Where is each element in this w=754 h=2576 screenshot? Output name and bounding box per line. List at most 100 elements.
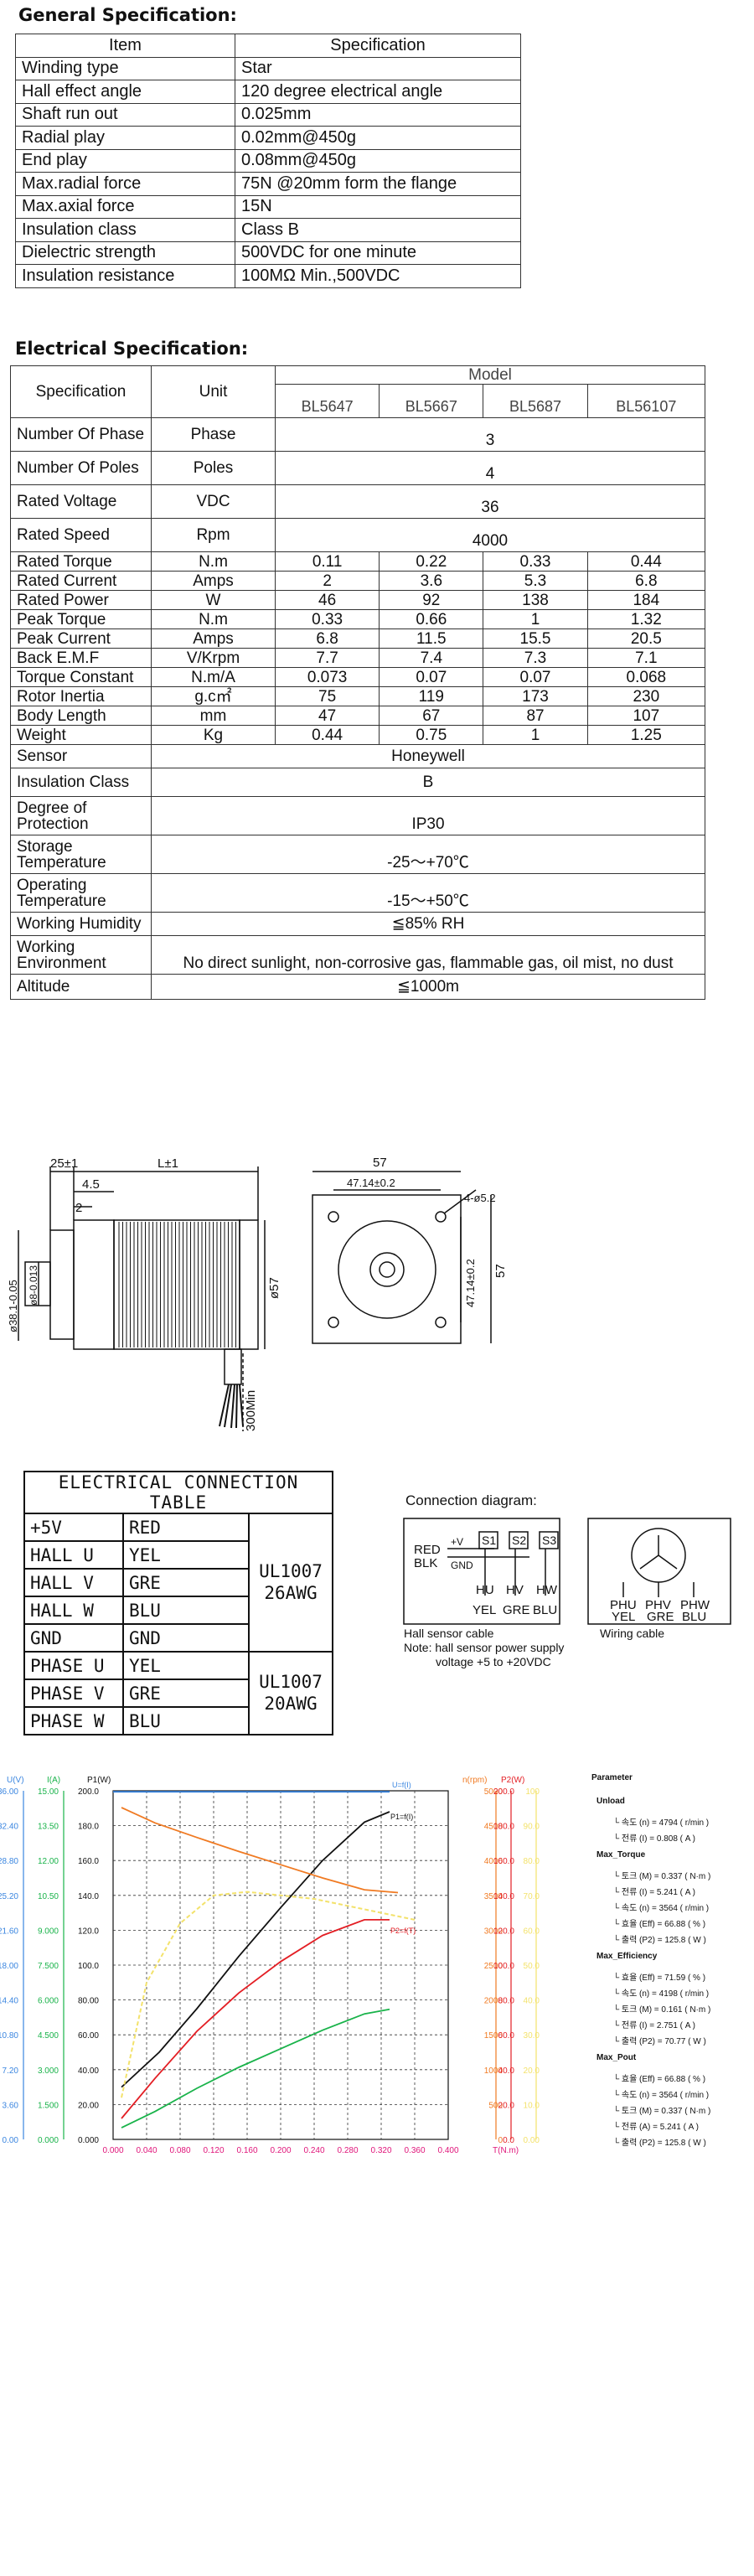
table-row: Storage Temperature-25～+70℃	[10, 835, 705, 874]
motor-body-front	[73, 1219, 115, 1350]
y-tick-label: 80.0	[498, 1997, 515, 2006]
dim-body-diameter: ø57	[267, 1277, 281, 1299]
flange-rear	[49, 1229, 75, 1340]
y-tick-label: 1000	[484, 2066, 504, 2076]
parameter-group-heading: Max_Pout	[596, 2053, 637, 2062]
dim-cable-length: 300Min	[244, 1390, 258, 1431]
y-tick-label: 180.0	[78, 1823, 99, 1832]
y-tick-label: 12.00	[38, 1857, 59, 1866]
parameter-item: └ 토크 (M) = 0.337 ( N·m )	[613, 2107, 711, 2116]
y-tick-label: 1.500	[38, 2101, 59, 2110]
x-tick-label: 0.240	[303, 2146, 324, 2155]
shaft	[24, 1261, 51, 1306]
svg-text:RED: RED	[414, 1543, 441, 1557]
y-tick-label: 180.0	[493, 1823, 514, 1832]
hall-sensor-s3	[539, 1531, 559, 1549]
svg-text:YEL: YEL	[612, 1610, 635, 1624]
svg-text:+V: +V	[451, 1536, 463, 1548]
y-tick-label: 36.00	[0, 1787, 18, 1797]
parameter-item: └ 전류 (I) = 2.751 ( A )	[613, 2021, 696, 2030]
parameter-item: └ 속도 (n) = 4794 ( r/min )	[613, 1818, 710, 1828]
electrical-spec-table: Specification Unit Model BL5647 BL5667 B…	[10, 365, 706, 1000]
series-label-p2: P2=f(T)	[390, 1927, 416, 1935]
y-tick-label: 70.0	[524, 1892, 540, 1901]
svg-text:PHV: PHV	[645, 1598, 671, 1612]
y-tick-label: 20.0	[524, 2066, 540, 2076]
y-tick-label: 1500	[484, 2031, 504, 2041]
svg-text:S1: S1	[482, 1534, 496, 1547]
parameter-item: └ 토크 (M) = 0.337 ( N·m )	[613, 1872, 711, 1881]
motor-end-cap	[239, 1219, 259, 1350]
y-tick-label: 60.00	[78, 2031, 99, 2041]
col-specification: Specification	[235, 34, 521, 58]
y-tick-label: 40.0	[498, 2066, 515, 2076]
general-spec-heading: General Specification:	[18, 5, 237, 25]
y-tick-label: 4500	[484, 1823, 504, 1832]
y-tick-label: 9.000	[38, 1927, 59, 1936]
parameter-item: └ 효율 (Eff) = 66.88 ( % )	[613, 1920, 706, 1929]
model-bl56107: BL56107	[586, 384, 706, 418]
parameter-item: └ 효율 (Eff) = 71.59 ( % )	[613, 1973, 706, 1983]
y-tick-label: 500	[488, 2101, 503, 2110]
y-tick-label: 0	[498, 2136, 503, 2145]
table-row: Operating Temperature-15～+50℃	[10, 873, 705, 913]
parameter-item: └ 토크 (M) = 0.161 ( N·m )	[613, 2005, 711, 2015]
y-tick-label: 13.50	[38, 1823, 59, 1832]
y-tick-label: 10.0	[524, 2101, 540, 2110]
front-pilot-circle	[338, 1220, 436, 1319]
y-tick-label: 80.0	[524, 1857, 540, 1866]
y-tick-label: 3000	[484, 1927, 504, 1936]
parameter-item: └ 출력 (P2) = 125.8 ( W )	[613, 1936, 706, 1945]
y-tick-label: 20.0	[498, 2101, 515, 2110]
y-tick-label: 3500	[484, 1892, 504, 1901]
dim-boss: 4.5	[82, 1177, 100, 1192]
svg-text:GND: GND	[451, 1560, 473, 1571]
y-axis-title: P2(W)	[501, 1776, 524, 1785]
x-tick-label: 0.040	[136, 2146, 157, 2155]
electrical-spec-heading: Electrical Specification:	[15, 339, 249, 359]
y-tick-label: 7.20	[3, 2066, 19, 2076]
table-row: Working Humidity≦85% RH	[10, 912, 705, 936]
series-line-n	[121, 1807, 399, 1894]
phase-cable-gauge: 20AWG	[264, 1693, 318, 1714]
y-tick-label: 140.0	[493, 1892, 514, 1901]
connection-table-title: ELECTRICAL CONNECTION TABLE	[23, 1471, 333, 1514]
table-row: Rated Voltage VDC 36	[10, 484, 705, 519]
y-tick-label: 40.00	[78, 2066, 99, 2076]
motor-front-view	[312, 1194, 462, 1344]
parameter-item: └ 전류 (A) = 5.241 ( A )	[613, 2123, 699, 2132]
y-tick-label: 5000	[484, 1787, 504, 1797]
y-tick-label: 3.000	[38, 2066, 59, 2076]
y-tick-label: 21.60	[0, 1927, 18, 1936]
cable-gland	[224, 1348, 242, 1385]
parameter-group-heading: Unload	[596, 1797, 625, 1806]
table-row: Altitude≦1000m	[10, 974, 705, 1000]
parameter-item: └ 출력 (P2) = 70.77 ( W )	[613, 2037, 706, 2046]
x-tick-label: 0.320	[370, 2146, 391, 2155]
svg-text:YEL: YEL	[473, 1603, 496, 1617]
y-tick-label: 2000	[484, 1997, 504, 2006]
cooling-fins	[118, 1222, 236, 1347]
y-tick-label: 20.00	[78, 2101, 99, 2110]
hall-cable-gauge: 26AWG	[264, 1582, 318, 1603]
y-tick-label: 15.00	[38, 1787, 59, 1797]
